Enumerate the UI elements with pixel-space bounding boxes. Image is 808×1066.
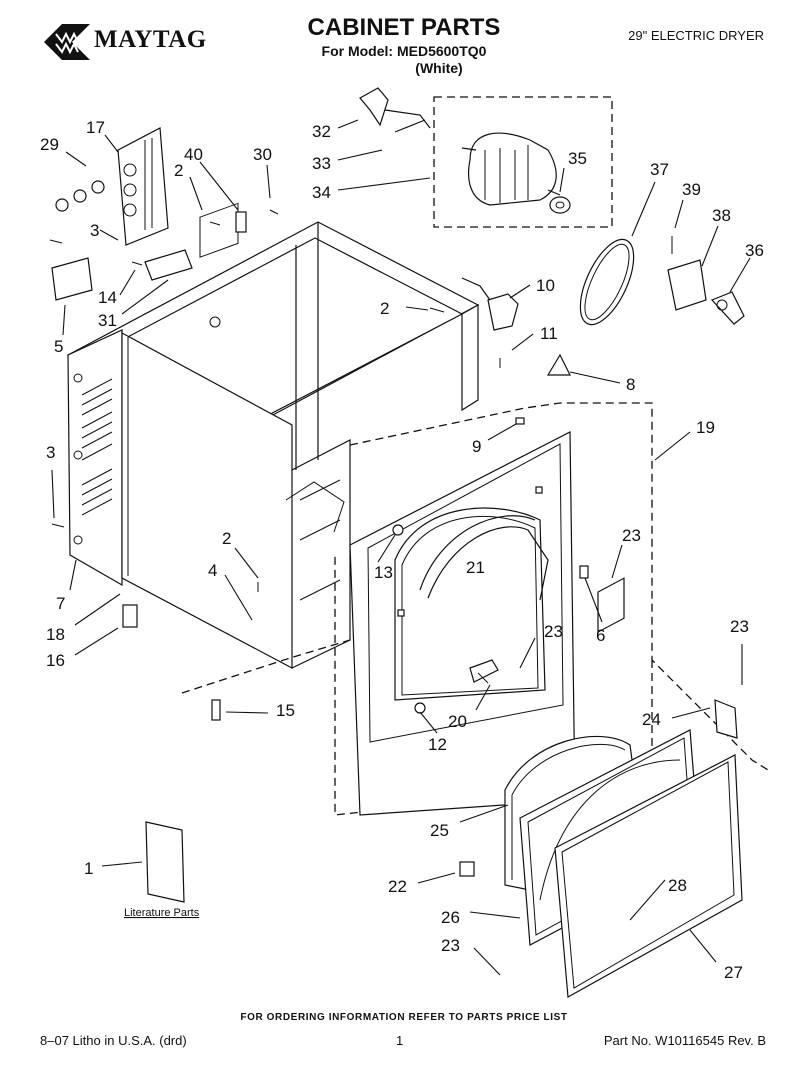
callout-15: 15: [276, 701, 295, 720]
page-number: 1: [396, 1033, 404, 1048]
callout-29: 29: [40, 135, 59, 154]
callout-23c: 23: [730, 617, 749, 636]
callout-16: 16: [46, 651, 65, 670]
brand-name: MAYTAG: [94, 26, 207, 53]
color-line: (White): [415, 60, 463, 76]
page-title: CABINET PARTS: [307, 14, 501, 41]
motor-bracket: [359, 87, 431, 133]
terminal-block-parts: [49, 127, 501, 592]
base-clip: [211, 699, 221, 721]
callout-9: 9: [472, 437, 481, 456]
callout-8: 8: [626, 375, 635, 394]
callout-18: 18: [46, 625, 65, 644]
callout-6: 6: [596, 626, 605, 645]
literature-booklet-icon: [145, 821, 185, 903]
drive-motor: [461, 132, 571, 214]
callout-30: 30: [253, 145, 272, 164]
callout-21: 21: [466, 558, 485, 577]
callout-37: 37: [650, 160, 669, 179]
ordering-note: FOR ORDERING INFORMATION REFER TO PARTS …: [240, 1012, 568, 1023]
front-panel: [349, 417, 576, 816]
callout-10: 10: [536, 276, 555, 295]
callout-4: 4: [208, 561, 217, 580]
callout-31: 31: [98, 311, 117, 330]
misc-right-parts: [461, 236, 745, 376]
model-line: For Model: MED5600TQ0: [321, 43, 487, 59]
callout-17: 17: [86, 118, 105, 137]
part-number: Part No. W10116545 Rev. B: [603, 1033, 766, 1048]
cabinet-body: [66, 202, 480, 669]
callout-12: 12: [428, 735, 447, 754]
callout-24: 24: [642, 710, 661, 729]
callout-23a: 23: [622, 526, 641, 545]
leveling-leg: [122, 604, 138, 628]
callout-35: 35: [568, 149, 587, 168]
callout-27: 27: [724, 963, 743, 982]
maytag-logo: MAYTAG: [42, 22, 212, 62]
callout-28: 28: [668, 876, 687, 895]
door-assembly: [459, 577, 743, 998]
callout-2a: 2: [174, 161, 183, 180]
callouts: 29 17 2 40 30 3 14 31 5 32 33 34 35 37 3…: [40, 118, 764, 982]
callout-25: 25: [430, 821, 449, 840]
leader-lines: [51, 119, 751, 976]
callout-11: 11: [540, 324, 558, 343]
callout-38: 38: [712, 206, 731, 225]
callout-2b: 2: [380, 299, 389, 318]
maytag-emblem-icon: [44, 24, 90, 60]
callout-14: 14: [98, 288, 117, 307]
callout-19: 19: [696, 418, 715, 437]
callout-5: 5: [54, 337, 63, 356]
callout-23d: 23: [441, 936, 460, 955]
callout-40: 40: [184, 145, 203, 164]
callout-32: 32: [312, 122, 331, 141]
callout-23b: 23: [544, 622, 563, 641]
front-panel-clip: [579, 565, 589, 579]
callout-13: 13: [374, 563, 393, 582]
callout-1: 1: [84, 859, 93, 878]
callout-33: 33: [312, 154, 331, 173]
callout-34: 34: [312, 183, 331, 202]
callout-2c: 2: [222, 529, 231, 548]
literature-parts-label: Literature Parts: [124, 907, 200, 919]
callout-3b: 3: [46, 443, 55, 462]
door-strike-screw: [414, 702, 426, 714]
front-panel-bumper: [392, 524, 404, 536]
callout-20: 20: [448, 712, 467, 731]
litho-note: 8–07 Litho in U.S.A. (drd): [40, 1033, 187, 1048]
callout-26: 26: [441, 908, 460, 927]
callout-36: 36: [745, 241, 764, 260]
callout-7: 7: [56, 594, 65, 613]
motor-boundary: [433, 96, 613, 228]
callout-39: 39: [682, 180, 701, 199]
callout-3a: 3: [90, 221, 99, 240]
callout-22: 22: [388, 877, 407, 896]
product-type: 29" ELECTRIC DRYER: [628, 28, 764, 43]
